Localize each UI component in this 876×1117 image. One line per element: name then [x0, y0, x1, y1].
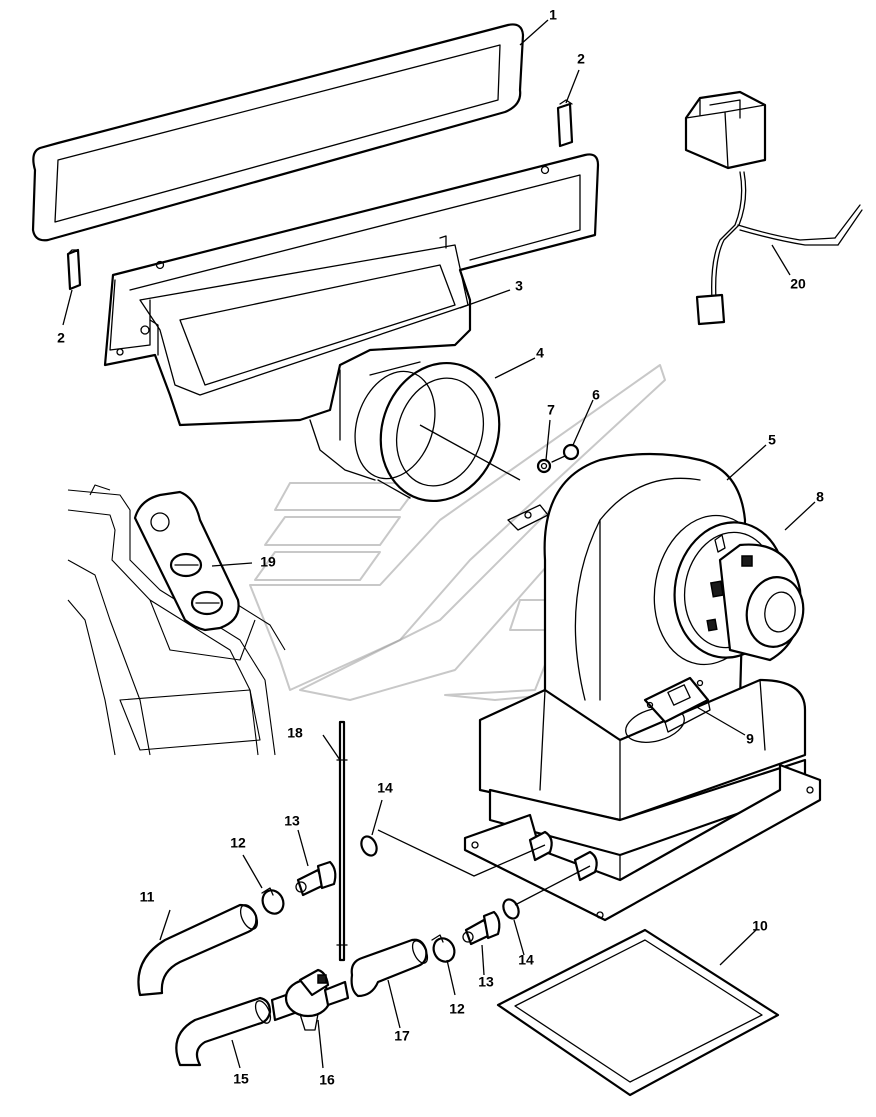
part-13-connector-right	[462, 910, 501, 946]
part-19-control-panel	[133, 490, 240, 632]
part-2-foam-strip-left	[66, 248, 82, 291]
callout-17: 17	[394, 1028, 410, 1044]
part-10-seal-frame	[496, 928, 780, 1097]
callout-12-left: 12	[230, 835, 246, 851]
callout-2-lower: 2	[57, 330, 65, 346]
callout-labels: 1 2 2 3 4 7 6 5 8 9 10 11 12 12 13 13 14…	[57, 7, 824, 1088]
callout-1: 1	[549, 7, 557, 23]
part-20-relay-harness	[684, 90, 863, 326]
callout-14-upper: 14	[377, 780, 393, 796]
part-17-hose	[350, 938, 429, 998]
callout-8: 8	[816, 489, 824, 505]
callout-13-left: 13	[284, 813, 300, 829]
callout-20: 20	[790, 276, 806, 292]
part-12-hose-clamp-left	[261, 887, 285, 915]
callout-13-right: 13	[478, 974, 494, 990]
callout-12-right: 12	[449, 1001, 465, 1017]
cab-interior-background	[67, 484, 286, 756]
part-15-hose	[175, 996, 272, 1067]
callout-5: 5	[768, 432, 776, 448]
part-13-connector-left	[295, 860, 337, 897]
callout-2-upper: 2	[577, 51, 585, 67]
callout-15: 15	[233, 1071, 249, 1087]
part-8-blower-motor	[653, 514, 805, 666]
callout-16: 16	[319, 1072, 335, 1088]
part-14-o-ring-lower	[502, 898, 520, 920]
callout-3: 3	[515, 278, 523, 294]
callout-18: 18	[287, 725, 303, 741]
part-14-o-ring-upper	[360, 835, 378, 857]
part-3-air-intake-housing	[103, 153, 600, 481]
part-1-gasket-frame	[31, 23, 525, 242]
part-5-blower-housing	[463, 452, 822, 922]
callout-11: 11	[140, 889, 155, 905]
callout-19: 19	[260, 554, 276, 570]
part-7-washer	[536, 458, 552, 474]
callout-10: 10	[752, 918, 768, 934]
part-9-resistor	[643, 676, 711, 733]
part-11-hose	[137, 903, 259, 997]
callout-9: 9	[746, 731, 754, 747]
part-12-hose-clamp-right	[431, 934, 456, 963]
callout-4: 4	[536, 345, 544, 361]
callout-14-lower: 14	[518, 952, 534, 968]
callout-7: 7	[547, 402, 555, 418]
part-16-water-valve	[270, 968, 350, 1031]
callout-6: 6	[592, 387, 600, 403]
leader-lines	[62, 19, 816, 1069]
part-4-duct-ring	[354, 361, 501, 503]
part-18-rod	[336, 720, 348, 962]
part-2-foam-strip-right	[556, 99, 574, 148]
part-6-bolt	[551, 443, 580, 463]
